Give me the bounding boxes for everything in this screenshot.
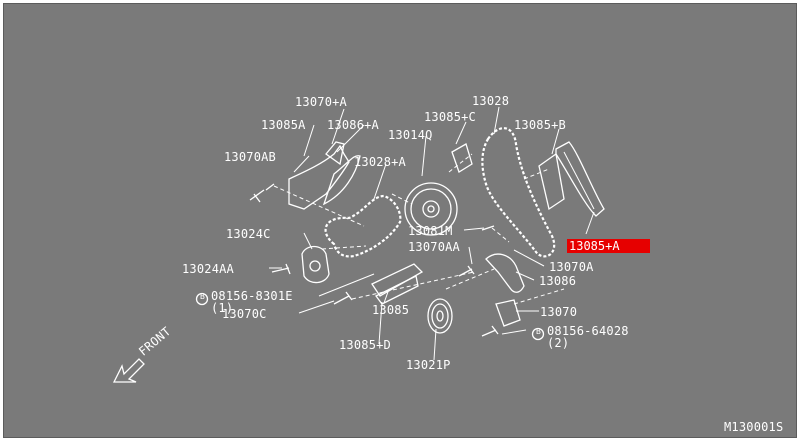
callout-13070-a-top: 13070+A [295, 95, 347, 109]
chain-tensioner [301, 245, 330, 284]
bolt-symbol-1 [195, 292, 209, 306]
bolt-symbol-2 [531, 327, 545, 341]
callout-13070a: 13070A [549, 260, 594, 274]
callout-qty-2: (2) [547, 336, 570, 350]
lower-chain-guide [371, 263, 424, 297]
upper-tensioner [288, 144, 350, 210]
callout-13028-a: 13028+A [354, 155, 406, 169]
lower-slack-guide [485, 253, 525, 293]
camshaft-sprocket [404, 182, 458, 236]
callout-qty-1: (1) [211, 301, 234, 315]
callout-13070ab: 13070AB [224, 150, 276, 164]
callout-13028: 13028 [472, 94, 510, 108]
leader-lines [269, 106, 595, 361]
callout-13086: 13086 [539, 274, 577, 288]
figure-code: M130001S [724, 420, 784, 434]
callout-13024c: 13024C [226, 227, 271, 241]
crank-sprocket [427, 298, 453, 334]
bolts [249, 183, 499, 337]
diagram-frame: 13070+A 13085A 13086+A 13070AB 13028+A 1… [3, 3, 797, 438]
callout-13086-a: 13086+A [327, 118, 379, 132]
upper-timing-chain [324, 194, 402, 258]
callout-13085-d: 13085+D [339, 338, 391, 352]
bolt-prefix-2: B [535, 327, 542, 336]
front-arrow-icon [112, 358, 145, 383]
bolt-prefix-1: B [199, 292, 206, 301]
callout-13021p: 13021P [406, 358, 451, 372]
callout-13070aa: 13070AA [408, 240, 460, 254]
callout-08156-8301e: 08156-8301E [211, 289, 293, 303]
callout-13070c: 13070C [222, 307, 267, 321]
callout-13070: 13070 [540, 305, 578, 319]
callout-13014q: 13014Q [388, 128, 433, 142]
main-timing-chain [481, 127, 556, 258]
callout-13085: 13085 [372, 303, 410, 317]
chain-guide-b [538, 152, 565, 211]
callout-13085-a-highlighted[interactable]: 13085+A [567, 239, 650, 253]
callout-13085a: 13085A [261, 118, 306, 132]
chain-guide-c [451, 143, 473, 173]
callout-13024aa: 13024AA [182, 262, 234, 276]
callout-13085-c: 13085+C [424, 110, 476, 124]
callout-08156-64028: 08156-64028 [547, 324, 629, 338]
hydraulic-tensioner [495, 299, 521, 327]
chain-guide-a [555, 141, 605, 217]
upper-slack-guide [322, 155, 361, 206]
callout-13085-b: 13085+B [514, 118, 566, 132]
callout-13081m: 13081M [408, 224, 453, 238]
engine-timing-drawing [112, 106, 605, 383]
